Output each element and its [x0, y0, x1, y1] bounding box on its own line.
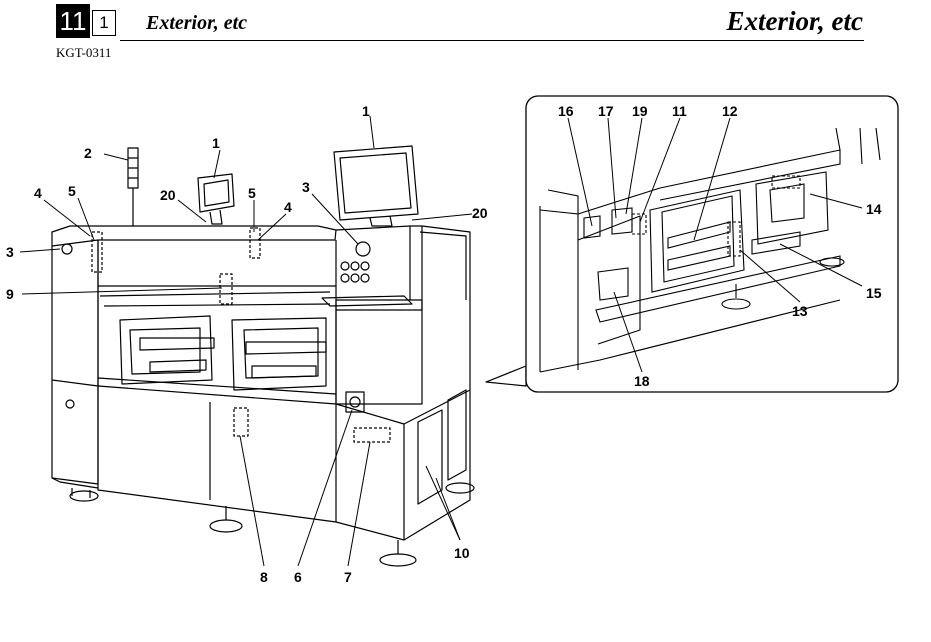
callout-5-center: 5	[248, 185, 256, 201]
callout-1-front-monitor: 1	[362, 103, 370, 119]
callout-20-front: 20	[472, 205, 488, 221]
callout-labels: 1 2 1 20 3 4 5 5 4 3 20 9 8 6 7 10 16 17…	[6, 103, 882, 585]
callout-2: 2	[84, 145, 92, 161]
chapter-number: 11	[56, 4, 90, 38]
callout-7: 7	[344, 569, 352, 585]
document-code: KGT-0311	[56, 45, 112, 60]
callout-12: 12	[722, 103, 738, 119]
detail-inset	[525, 95, 899, 393]
callout-6: 6	[294, 569, 302, 585]
callout-13: 13	[792, 303, 808, 319]
machine-body	[51, 225, 475, 567]
callout-17: 17	[598, 103, 614, 119]
callout-3-left: 3	[6, 244, 14, 260]
callout-9: 9	[6, 286, 14, 302]
page-header: 11 1 Exterior, etc Exterior, etc KGT-031…	[0, 0, 931, 60]
callout-8: 8	[260, 569, 268, 585]
callout-11: 11	[672, 103, 687, 119]
header-rule	[120, 40, 864, 41]
leader-lines	[19, 115, 863, 567]
callout-20-rear: 20	[160, 187, 176, 203]
callout-18: 18	[634, 373, 650, 389]
callout-1-rear-monitor: 1	[212, 135, 220, 151]
section-title-left: Exterior, etc	[146, 12, 248, 34]
section-number: 1	[92, 10, 116, 36]
callout-5-left: 5	[68, 183, 76, 199]
section-title-right: Exterior, etc	[726, 6, 864, 36]
callout-19: 19	[632, 103, 648, 119]
callout-14: 14	[866, 201, 882, 217]
callout-4-center: 4	[284, 199, 292, 215]
signal-tower	[127, 147, 139, 226]
hidden-part-outlines	[91, 227, 391, 443]
rear-monitor	[197, 173, 235, 225]
callout-10: 10	[454, 545, 470, 561]
front-monitor	[333, 145, 419, 227]
callout-15: 15	[866, 285, 882, 301]
callout-4-left: 4	[34, 185, 42, 201]
callout-16: 16	[558, 103, 574, 119]
callout-3-right: 3	[302, 179, 310, 195]
